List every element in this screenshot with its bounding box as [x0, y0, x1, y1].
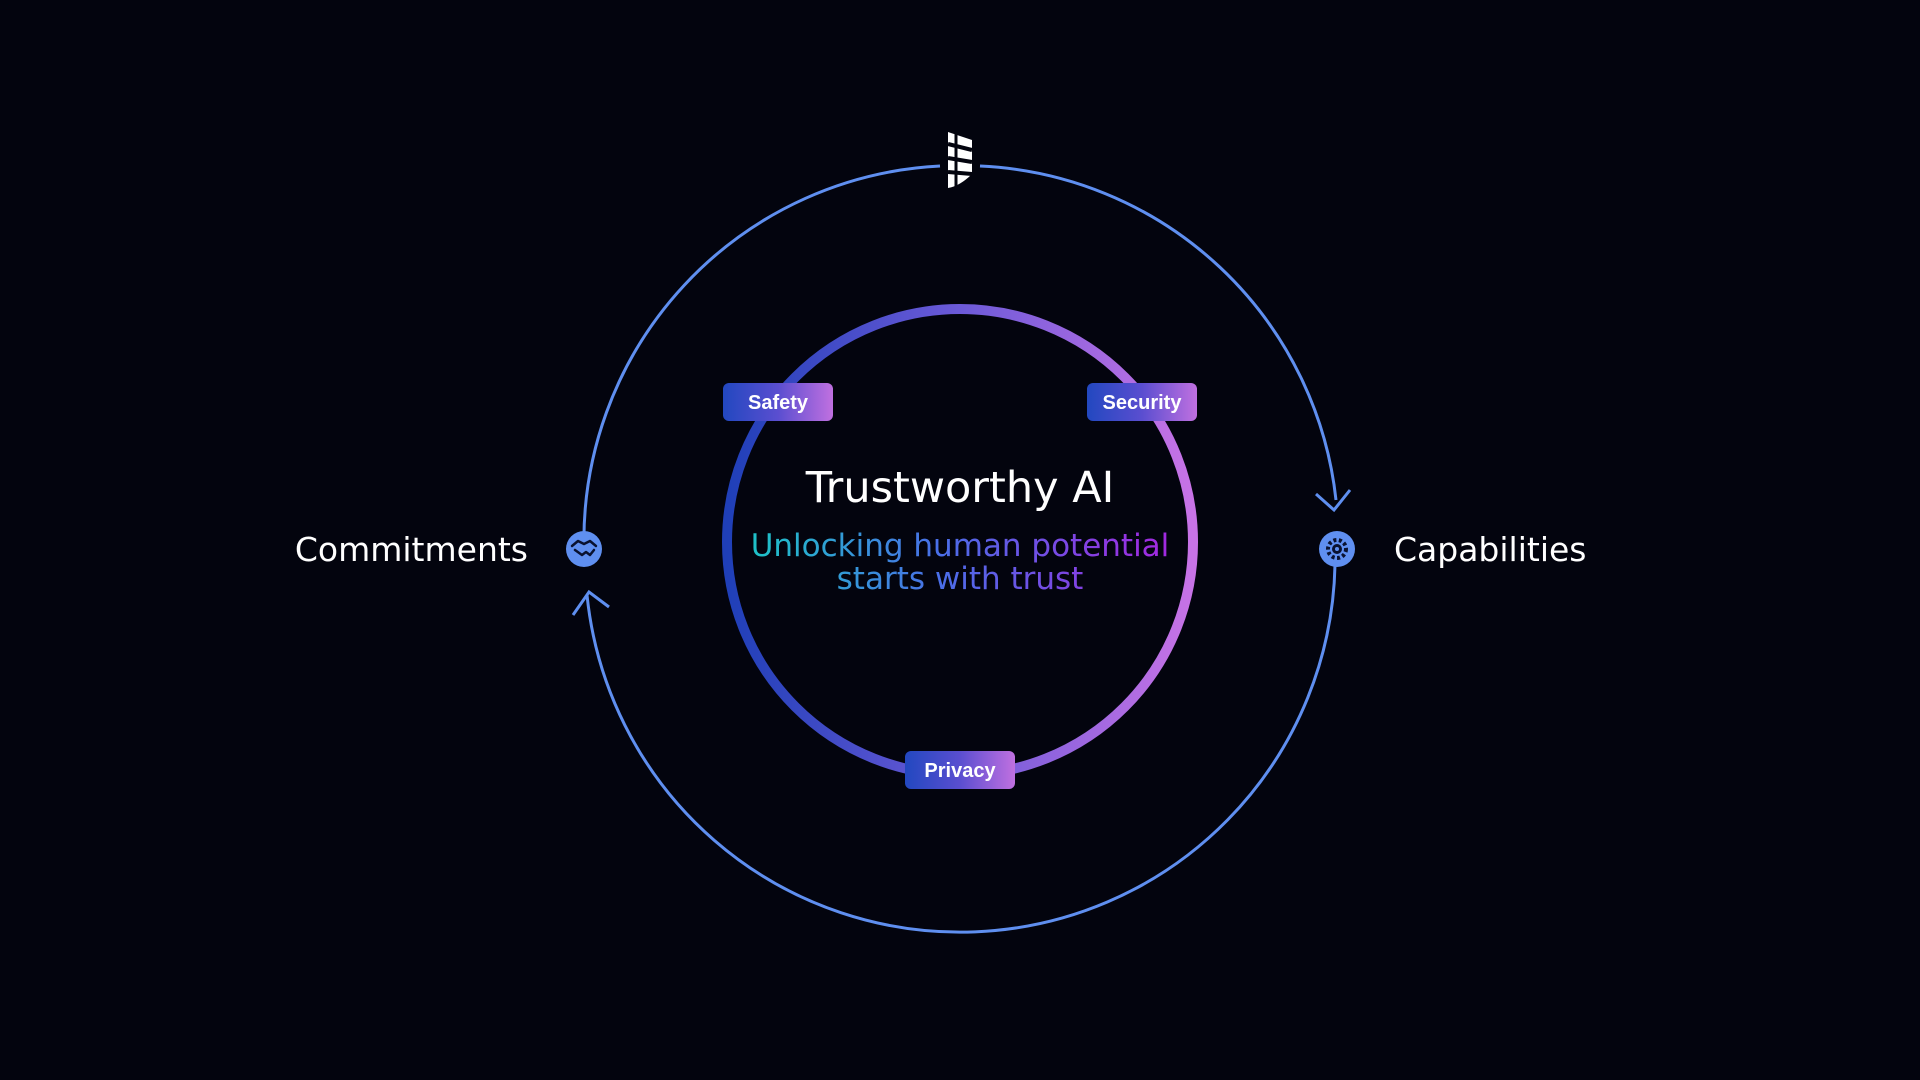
outer-arc-bottom — [585, 564, 1337, 934]
capabilities-node — [1319, 531, 1355, 567]
arrowhead-right — [1315, 489, 1352, 513]
arrowhead-left — [571, 589, 610, 616]
security-pill: Security — [1087, 383, 1197, 421]
privacy-label: Privacy — [924, 760, 996, 782]
outer-arc-top-left — [582, 164, 941, 550]
center-title: Trustworthy AI — [805, 463, 1115, 513]
center-subtitle-line1: Unlocking human potential — [751, 528, 1170, 564]
capabilities-label: Capabilities — [1394, 530, 1587, 569]
shield-logo-icon — [947, 132, 973, 188]
center-subtitle-line2: starts with trust — [837, 561, 1084, 597]
outer-cycle-ring — [571, 164, 1352, 934]
safety-pill: Safety — [723, 383, 833, 421]
commitments-label: Commitments — [295, 530, 528, 569]
outer-arc-top-right — [979, 164, 1338, 501]
gear-icon — [1326, 538, 1348, 560]
handshake-icon — [570, 539, 598, 557]
security-label: Security — [1103, 392, 1183, 414]
privacy-pill: Privacy — [905, 751, 1015, 789]
commitments-node — [566, 531, 602, 567]
safety-label: Safety — [748, 392, 809, 414]
